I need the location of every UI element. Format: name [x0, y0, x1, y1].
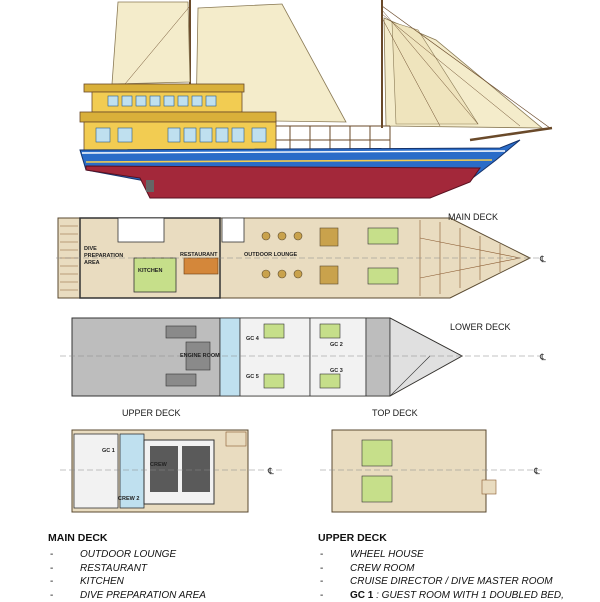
- legend-main-deck: MAIN DECK -OUTDOOR LOUNGE -RESTAURANT -K…: [48, 532, 206, 602]
- list-item: -WHEEL HOUSE: [320, 549, 424, 560]
- wheel-house-side: [83, 83, 245, 113]
- room-gc3: GC 3: [330, 368, 343, 374]
- legend-upper-list: -WHEEL HOUSE -CREW ROOM -CRUISE DIRECTOR…: [318, 548, 564, 602]
- room-crew: CREW: [150, 462, 168, 468]
- centerline-upper: ℄: [267, 466, 274, 476]
- list-item: -CRUISE DIRECTOR / DIVE MASTER ROOM: [320, 576, 553, 588]
- top-deck-plan: [320, 429, 542, 513]
- legend-upper-deck: UPPER DECK -WHEEL HOUSE -CREW ROOM -CRUI…: [318, 532, 564, 602]
- lower-deck-plan: [60, 317, 540, 397]
- room-gc1: GC 1: [102, 448, 115, 454]
- room-gc4: GC 4: [246, 336, 260, 342]
- room-restaurant: RESTAURANT: [180, 252, 218, 258]
- legend-upper-title: UPPER DECK: [318, 532, 387, 544]
- top-deck-title: TOP DECK: [372, 408, 418, 418]
- upper-deck-plan: [60, 429, 282, 513]
- centerline-main: ℄: [539, 254, 546, 264]
- room-engine-room: ENGINE ROOM: [180, 353, 220, 359]
- hull-side: [79, 139, 521, 199]
- legend-main-list: -OUTDOOR LOUNGE -RESTAURANT -KITCHEN -DI…: [48, 548, 206, 602]
- side-elevation: [79, 0, 553, 199]
- lower-deck-title: LOWER DECK: [450, 322, 511, 332]
- list-item: -OUTDOOR LOUNGE: [50, 549, 177, 560]
- list-item: -RESTAURANT: [50, 562, 148, 574]
- room-crew2: CREW 2: [118, 496, 139, 502]
- centerline-top: ℄: [533, 466, 540, 476]
- main-deck-title: MAIN DECK: [448, 212, 498, 222]
- main-deck-plan: [56, 217, 540, 299]
- list-item: -KITCHEN: [50, 576, 124, 588]
- room-gc5: GC 5: [246, 374, 259, 380]
- legend-main-title: MAIN DECK: [48, 532, 108, 544]
- room-kitchen: KITCHEN: [138, 268, 162, 274]
- main-cabin-side: [79, 111, 391, 151]
- list-item: -GC 1 : GUEST ROOM WITH 1 DOUBLED BED,: [320, 589, 564, 601]
- room-dive-prep-3: AREA: [84, 260, 100, 266]
- room-outdoor-lounge: OUTDOOR LOUNGE: [244, 252, 297, 258]
- upper-deck-title: UPPER DECK: [122, 408, 181, 418]
- room-dive-prep-2: PREPARATION: [84, 253, 123, 259]
- room-gc2: GC 2: [330, 342, 343, 348]
- list-item: -CREW ROOM: [320, 562, 415, 574]
- room-dive-prep-1: DIVE: [84, 246, 97, 252]
- centerline-lower: ℄: [539, 352, 546, 362]
- list-item: -DIVE PREPARATION AREA: [50, 589, 206, 601]
